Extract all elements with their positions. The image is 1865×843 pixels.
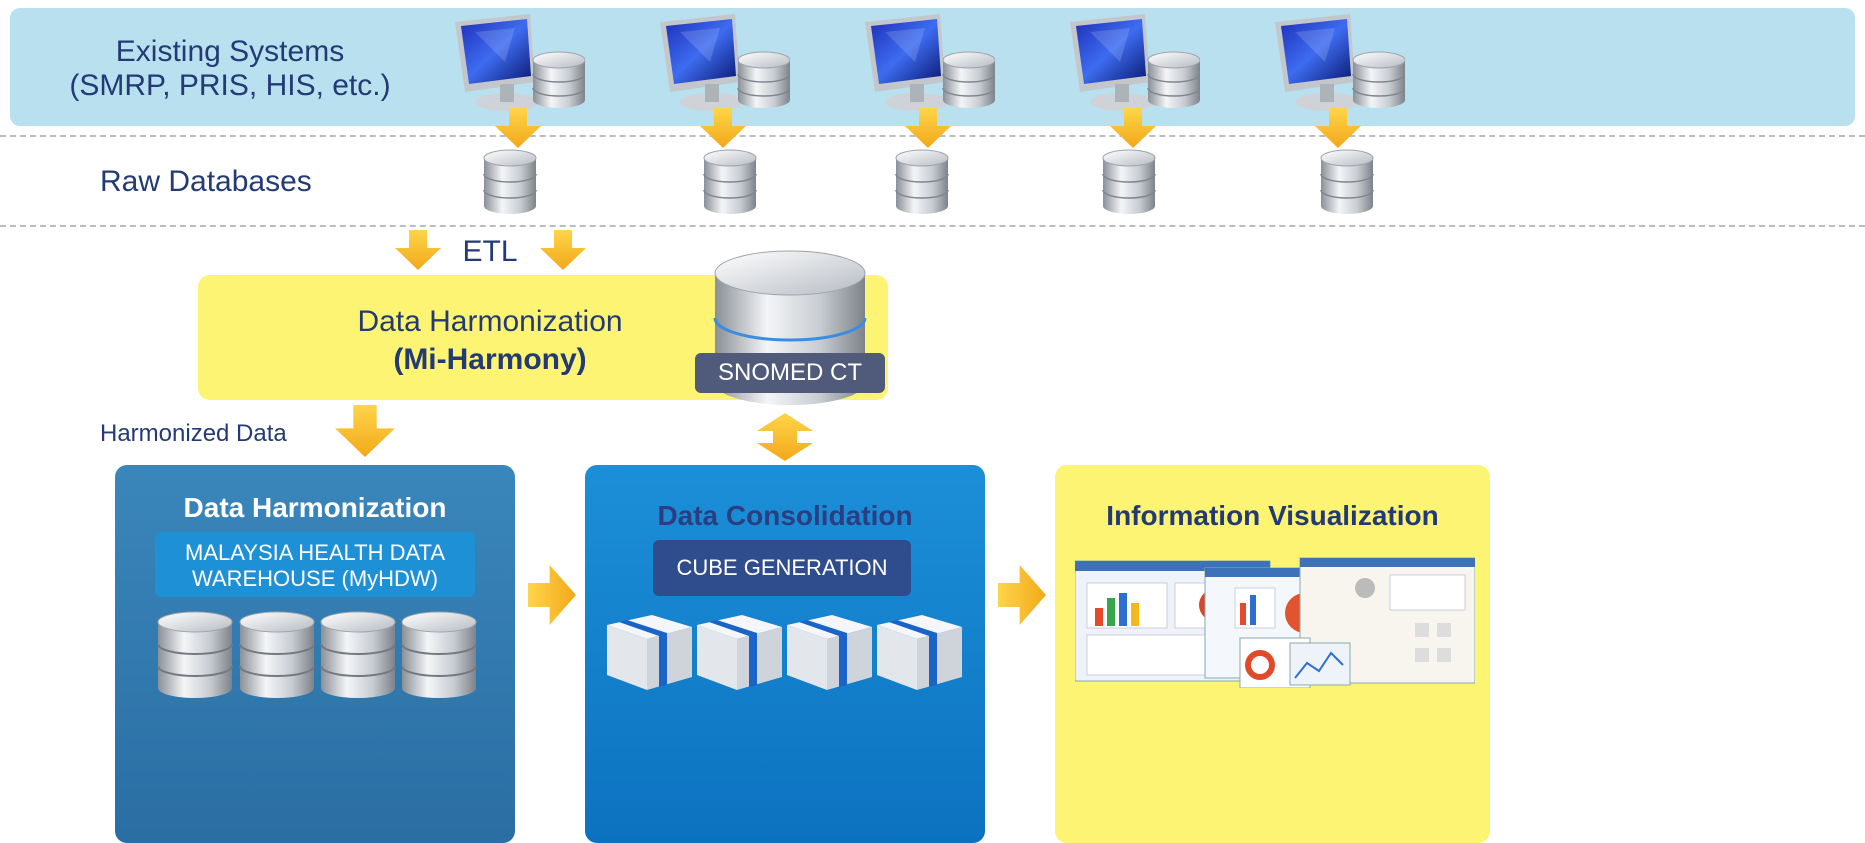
data-cube-icon	[697, 605, 782, 690]
computer-server-icon	[1265, 12, 1406, 117]
data-cube-icon	[787, 605, 872, 690]
data-cube-icon	[607, 605, 692, 690]
computer-server-icon	[855, 12, 996, 117]
arrow-down-icon	[700, 108, 746, 148]
database-cylinder-icon	[155, 610, 235, 700]
arrow-down-icon	[395, 230, 441, 270]
harmonized-data-label: Harmonized Data	[100, 420, 287, 447]
raw-database-icon	[480, 148, 540, 216]
arrow-down-icon	[1315, 108, 1361, 148]
bidirectional-arrow-icon	[757, 413, 813, 461]
separator-line	[0, 225, 1865, 227]
database-cylinder-icon	[399, 610, 479, 700]
arrow-down-icon	[905, 108, 951, 148]
arrow-down-icon	[495, 108, 541, 148]
arrow-down-icon	[540, 230, 586, 270]
data-cube-icon	[877, 605, 962, 690]
arrow-down-icon	[1110, 108, 1156, 148]
raw-database-icon	[1317, 148, 1377, 216]
panel-title: Data Consolidation	[657, 500, 913, 531]
snomed-ct-label: SNOMED CT	[695, 353, 885, 393]
existing-systems-label: Existing Systems (SMRP, PRIS, HIS, etc.)	[69, 35, 391, 102]
myhdw-label: MALAYSIA HEALTH DATA WAREHOUSE (MyHDW)	[155, 532, 475, 597]
panel-title: Data Harmonization	[183, 492, 447, 523]
raw-database-icon	[1099, 148, 1159, 216]
raw-database-icon	[700, 148, 760, 216]
etl-label: ETL	[462, 235, 518, 268]
database-cylinder-icon	[318, 610, 398, 700]
computer-server-icon	[445, 12, 586, 117]
database-cylinder-icon	[237, 610, 317, 700]
raw-databases-label: Raw Databases	[100, 165, 312, 198]
cube-generation-label: CUBE GENERATION	[653, 540, 911, 596]
raw-database-icon	[892, 148, 952, 216]
harmonization-subtitle: (Mi-Harmony)	[393, 343, 587, 376]
computer-server-icon	[1060, 12, 1201, 117]
harmonization-title: Data Harmonization	[357, 305, 623, 338]
dashboard-screenshots-image	[1075, 557, 1475, 688]
panel-title: Information Visualization	[1106, 500, 1439, 531]
computer-server-icon	[650, 12, 791, 117]
arrow-right-icon	[528, 565, 576, 625]
arrow-right-icon	[998, 565, 1046, 625]
arrow-down-icon	[335, 405, 395, 457]
